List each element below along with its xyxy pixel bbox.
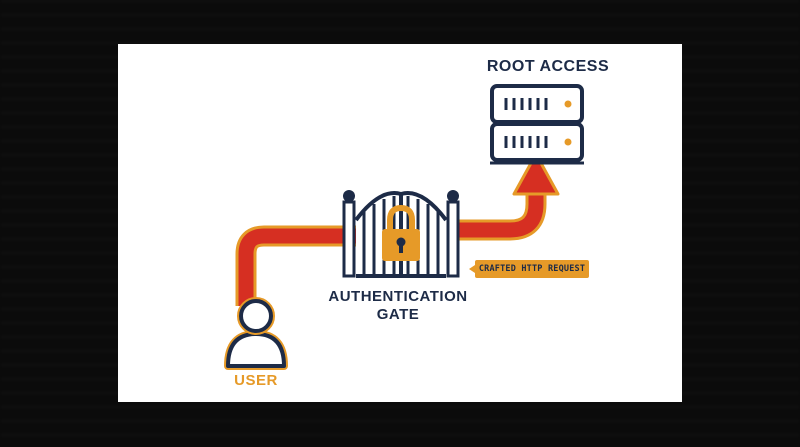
- gate-label-line2: GATE: [376, 306, 420, 323]
- user-label: USER: [234, 372, 278, 389]
- crafted-request-badge: CRAFTED HTTP REQUEST: [475, 260, 589, 278]
- attack-path-diagram: [224, 84, 584, 370]
- server-icon: [490, 84, 584, 165]
- diagram-card: ROOT ACCESS AUTHENTICATION GATE USER CRA…: [118, 44, 682, 402]
- arrow-icon: [235, 152, 560, 306]
- lock-icon: [382, 204, 420, 261]
- badge-pointer: [469, 265, 475, 273]
- root-access-label: ROOT ACCESS: [486, 58, 610, 75]
- authentication-gate-label: AUTHENTICATION GATE: [298, 288, 498, 324]
- user-icon: [224, 297, 288, 370]
- gate-label-line1: AUTHENTICATION: [328, 288, 468, 305]
